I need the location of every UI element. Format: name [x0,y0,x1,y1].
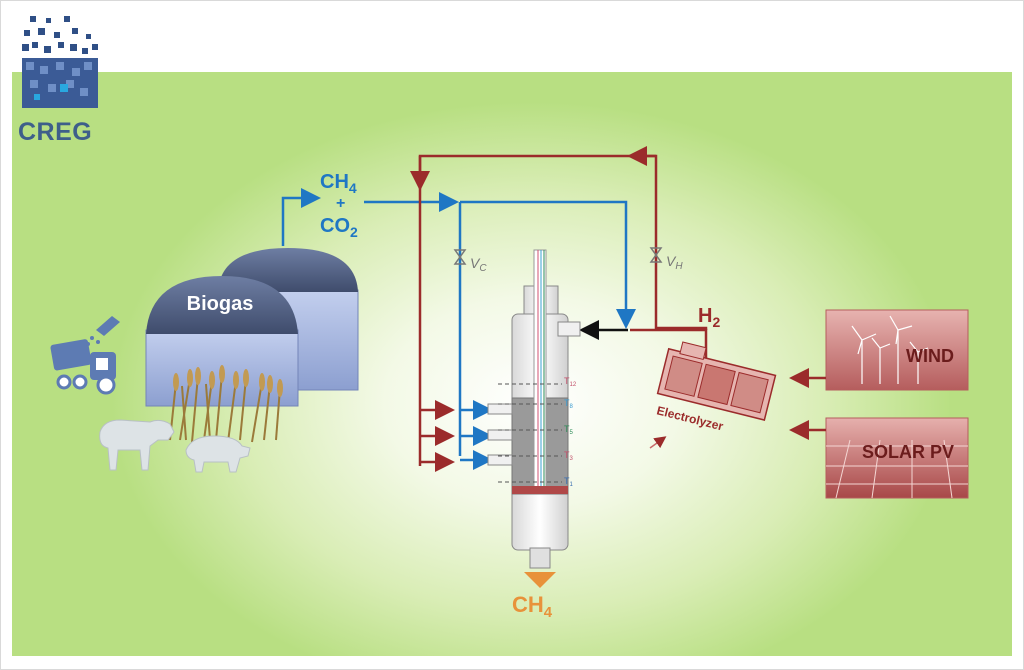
valve-h-icon [649,247,663,263]
wind-label: WIND [906,346,954,366]
logo-text: CREG [18,118,93,146]
temperature-probes [498,383,562,483]
output-ch4-label: CH4 [512,592,553,621]
co2-top-line [460,200,636,329]
biogas-outlet-line [281,188,321,246]
tractor-icon [50,316,120,395]
wheat-heads-icon [173,365,283,397]
inlet-plus-label: + [336,195,345,212]
h2-label: H2 [698,305,720,330]
valve-c-icon [453,249,467,265]
electrolyzer-icon [656,341,777,421]
inlet-co2-label: CO2 [320,215,358,240]
electrolyzer-pointer [649,436,667,449]
solar-label: SOLAR PV [862,442,954,462]
temp-label-5: T1 [564,476,574,488]
solar-panel-icon [825,417,969,499]
valve-c-label: VC [470,255,487,274]
temp-label-top: T12 [564,376,577,388]
wind-panel-icon [825,309,969,391]
reactor-column [487,249,581,569]
cow-icon [99,419,175,471]
valve-h-label: VH [666,253,683,272]
temp-label-4: T3 [564,450,574,462]
h2-loop-line [418,154,708,466]
inlet-ch4-label: CH4 [320,171,357,196]
h2-electrolyzer-line [630,328,708,362]
pig-icon [185,435,251,473]
temp-label-2: T8 [564,398,574,410]
biogas-label: Biogas [187,293,254,315]
ch4-output-arrow-icon [524,572,556,588]
creg-logo-icon [22,16,98,108]
temp-label-3: T5 [564,424,574,436]
